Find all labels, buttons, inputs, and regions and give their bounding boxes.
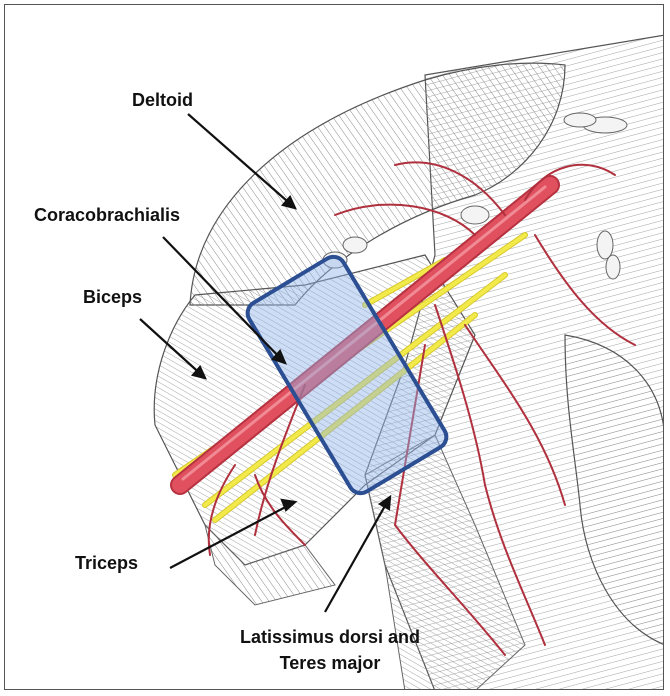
- label-biceps: Biceps: [83, 287, 142, 308]
- anatomy-illustration: [5, 5, 664, 690]
- label-latissimus-line2: Teres major: [180, 650, 480, 676]
- label-triceps: Triceps: [75, 553, 138, 574]
- label-deltoid: Deltoid: [132, 90, 193, 111]
- figure-frame: Deltoid Coracobrachialis Biceps Triceps …: [4, 4, 664, 690]
- label-coracobrachialis: Coracobrachialis: [34, 205, 180, 226]
- label-latissimus-line1: Latissimus dorsi and: [180, 624, 480, 650]
- label-latissimus: Latissimus dorsi and Teres major: [180, 624, 480, 676]
